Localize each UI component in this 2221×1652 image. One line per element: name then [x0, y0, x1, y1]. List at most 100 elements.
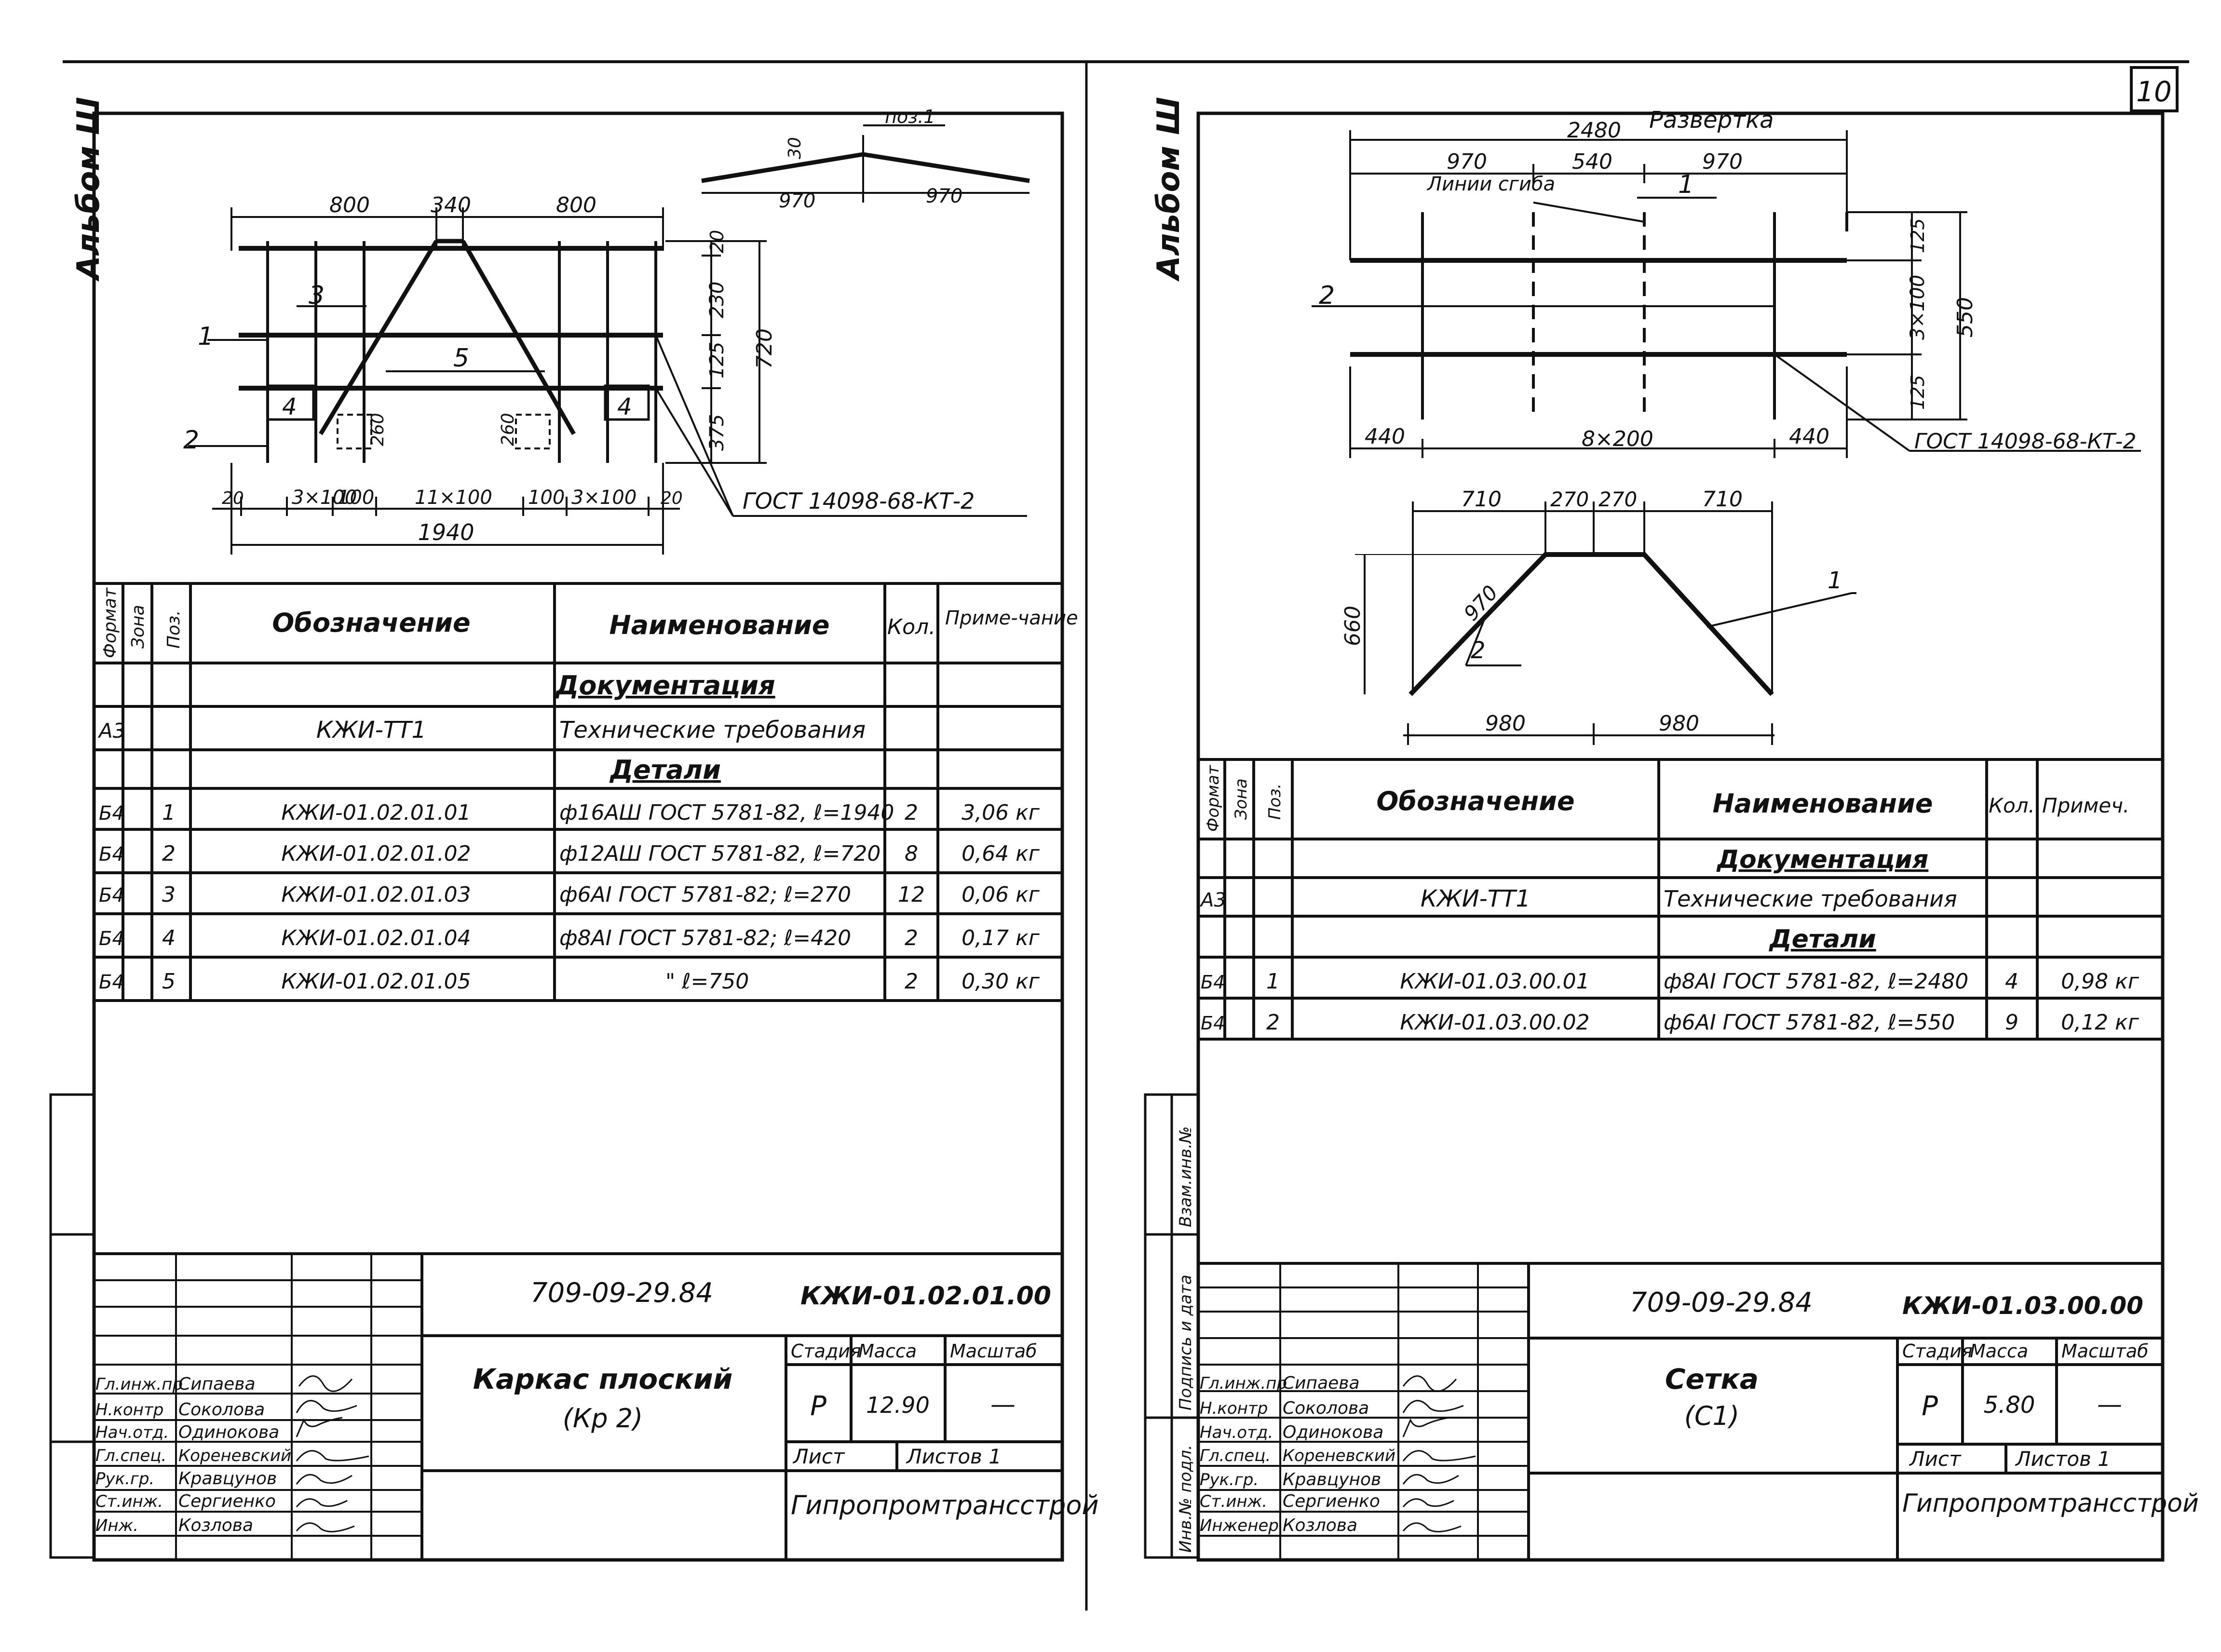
dim-top-800-l: 800 — [329, 193, 370, 217]
album-label-right: Альбом Ш — [1151, 97, 1187, 282]
cell-name: Технические требования — [1664, 886, 1957, 912]
staff-name: Кореневский — [178, 1446, 291, 1465]
bend-pos: поз.1 — [885, 106, 935, 127]
signature — [1402, 1522, 1462, 1532]
signature — [296, 1417, 343, 1437]
staff-list: Гл.инж.пр Сипаева Н.контр Соколова Нач.о… — [1200, 1373, 1476, 1535]
cell-designation: КЖИ-01.02.01.04 — [281, 926, 471, 950]
staff-role: Нач.отд. — [1200, 1423, 1273, 1442]
th-name: Наименование — [609, 610, 829, 640]
signature — [1402, 1417, 1449, 1437]
doc-code: КЖИ-01.03.00.00 — [1902, 1292, 2143, 1320]
sheets-label: Листов 1 — [906, 1445, 1002, 1468]
cell-name: ф8АI ГОСТ 5781-82, ℓ=2480 — [1664, 969, 1968, 994]
staff-name: Сипаева — [1283, 1373, 1360, 1393]
signature — [296, 1450, 369, 1462]
shape-slope: 970 — [1459, 581, 1503, 625]
dim-b-3x100-l: 3×100 — [292, 487, 357, 509]
left-title-block: 709-09-29.84 КЖИ-01.02.01.00 Каркас плос… — [94, 1252, 1099, 1560]
left-spec-table: Формат Зона Поз. Обозначение Наименовани… — [94, 582, 1078, 1002]
staff-role: Гл.инж.пр — [1200, 1374, 1287, 1393]
pos-label-1: 1 — [198, 322, 214, 351]
th-designation: Обозначение — [1376, 786, 1574, 816]
cell-pos: 4 — [162, 926, 176, 950]
album-label-left: Альбом Ш — [71, 97, 107, 282]
stage-label: Стадия — [1902, 1341, 1973, 1362]
cell-qty: 2 — [905, 800, 918, 825]
staff-name: Одинокова — [1283, 1422, 1383, 1442]
dim-r-125: 125 — [706, 342, 728, 379]
signature — [296, 1498, 348, 1507]
cell-name: ф6АI ГОСТ 5781-82; ℓ=270 — [559, 882, 851, 907]
th-zone: Зона — [1232, 778, 1251, 820]
left-row-4: Б4 4 КЖИ-01.02.01.04 ф8АI ГОСТ 5781-82; … — [99, 926, 1040, 950]
cell-designation: КЖИ-01.03.00.01 — [1400, 969, 1589, 994]
cell-qty: 2 — [905, 926, 918, 950]
mass-value: 12.90 — [866, 1392, 930, 1418]
section-parts: Детали — [609, 755, 721, 785]
project-number: 709-09-29.84 — [1630, 1287, 1813, 1318]
mass-label: Масса — [858, 1341, 917, 1362]
cell-format: Б4 — [1201, 1013, 1225, 1034]
dim-mesh-3x100: 3×100 — [1907, 275, 1929, 340]
right-row-2: Б4 2 КЖИ-01.03.00.02 ф6АI ГОСТ 5781-82, … — [1201, 1010, 2140, 1035]
cell-pos: 2 — [1266, 1010, 1280, 1035]
cell-designation: КЖИ-01.02.01.03 — [281, 882, 471, 907]
signature — [1402, 1498, 1454, 1507]
left-frame — [92, 111, 1064, 1562]
cell-qty: 4 — [2005, 969, 2018, 994]
stage-value: Р — [810, 1391, 826, 1422]
dim-mesh-540: 540 — [1572, 149, 1612, 174]
cell-note: 0,30 кг — [962, 969, 1040, 994]
shape-height: 660 — [1341, 606, 1365, 646]
staff-role: Нач.отд. — [95, 1423, 169, 1442]
shape-dim-270-r: 270 — [1598, 487, 1637, 511]
dim-mesh-440-l: 440 — [1365, 424, 1405, 449]
shape-bottom-980-r: 980 — [1659, 711, 1699, 736]
dim-total-1940: 1940 — [418, 519, 474, 545]
cell-qty: 9 — [2005, 1010, 2018, 1035]
th-name: Наименование — [1712, 788, 1933, 819]
right-side-stamp: Инв.№ подл. Подпись и дата Взам.инв.№ — [1144, 1093, 1200, 1559]
shape-pos-2: 2 — [1471, 637, 1486, 664]
dim-r-20: 20 — [706, 230, 728, 253]
th-note: Приме-чание — [945, 607, 1078, 629]
dim-mesh-125-bot: 125 — [1907, 375, 1928, 410]
scale-value: — — [2097, 1390, 2122, 1419]
bend-left: 970 — [779, 190, 815, 212]
cell-qty: 12 — [898, 882, 925, 907]
left-row-2: Б4 2 КЖИ-01.02.01.02 ф12АШ ГОСТ 5781-82,… — [99, 841, 1040, 866]
gost-ref-right: ГОСТ 14098-68-КТ-2 — [1914, 429, 2136, 454]
dim-b-20-l: 20 — [222, 488, 244, 508]
shape-dim-710-l: 710 — [1461, 487, 1502, 512]
shape-dim-710-r: 710 — [1702, 487, 1743, 512]
mesh-pos-2: 2 — [1319, 281, 1335, 310]
dim-b-3x100-r: 3×100 — [571, 487, 637, 509]
th-format: Формат — [1204, 765, 1223, 832]
pos-label-4a: 4 — [282, 393, 297, 420]
project-number: 709-09-29.84 — [530, 1277, 713, 1309]
staff-role: Гл.инж.пр — [95, 1375, 183, 1394]
cell-format: Б4 — [99, 884, 124, 907]
section-parts: Детали — [1768, 925, 1876, 954]
cell-name: " ℓ=750 — [665, 969, 749, 994]
right-title-block: 709-09-29.84 КЖИ-01.03.00.00 Сетка (С1) … — [1198, 1262, 2199, 1560]
shape-dim-270-l: 270 — [1550, 487, 1589, 511]
th-pos: Поз. — [164, 610, 184, 649]
dim-inner-260-l: 260 — [368, 413, 388, 446]
cell-note: 0,17 кг — [962, 926, 1040, 950]
staff-name: Соколова — [1283, 1398, 1369, 1418]
signature — [298, 1375, 353, 1392]
scale-value: — — [990, 1390, 1016, 1419]
left-row-0: А3 КЖИ-ТТ1 Технические требования — [97, 717, 866, 744]
cell-format: Б4 — [99, 971, 124, 993]
staff-name: Сергиенко — [1283, 1491, 1380, 1511]
cell-format: Б4 — [1201, 972, 1225, 993]
mesh-bent-profile — [1408, 552, 1774, 696]
cell-designation: КЖИ-01.03.00.02 — [1400, 1010, 1589, 1035]
pos-label-3: 3 — [309, 281, 325, 310]
cell-qty: 2 — [905, 969, 918, 994]
th-qty: Кол. — [887, 615, 935, 639]
staff-role: Инж. — [95, 1516, 138, 1535]
